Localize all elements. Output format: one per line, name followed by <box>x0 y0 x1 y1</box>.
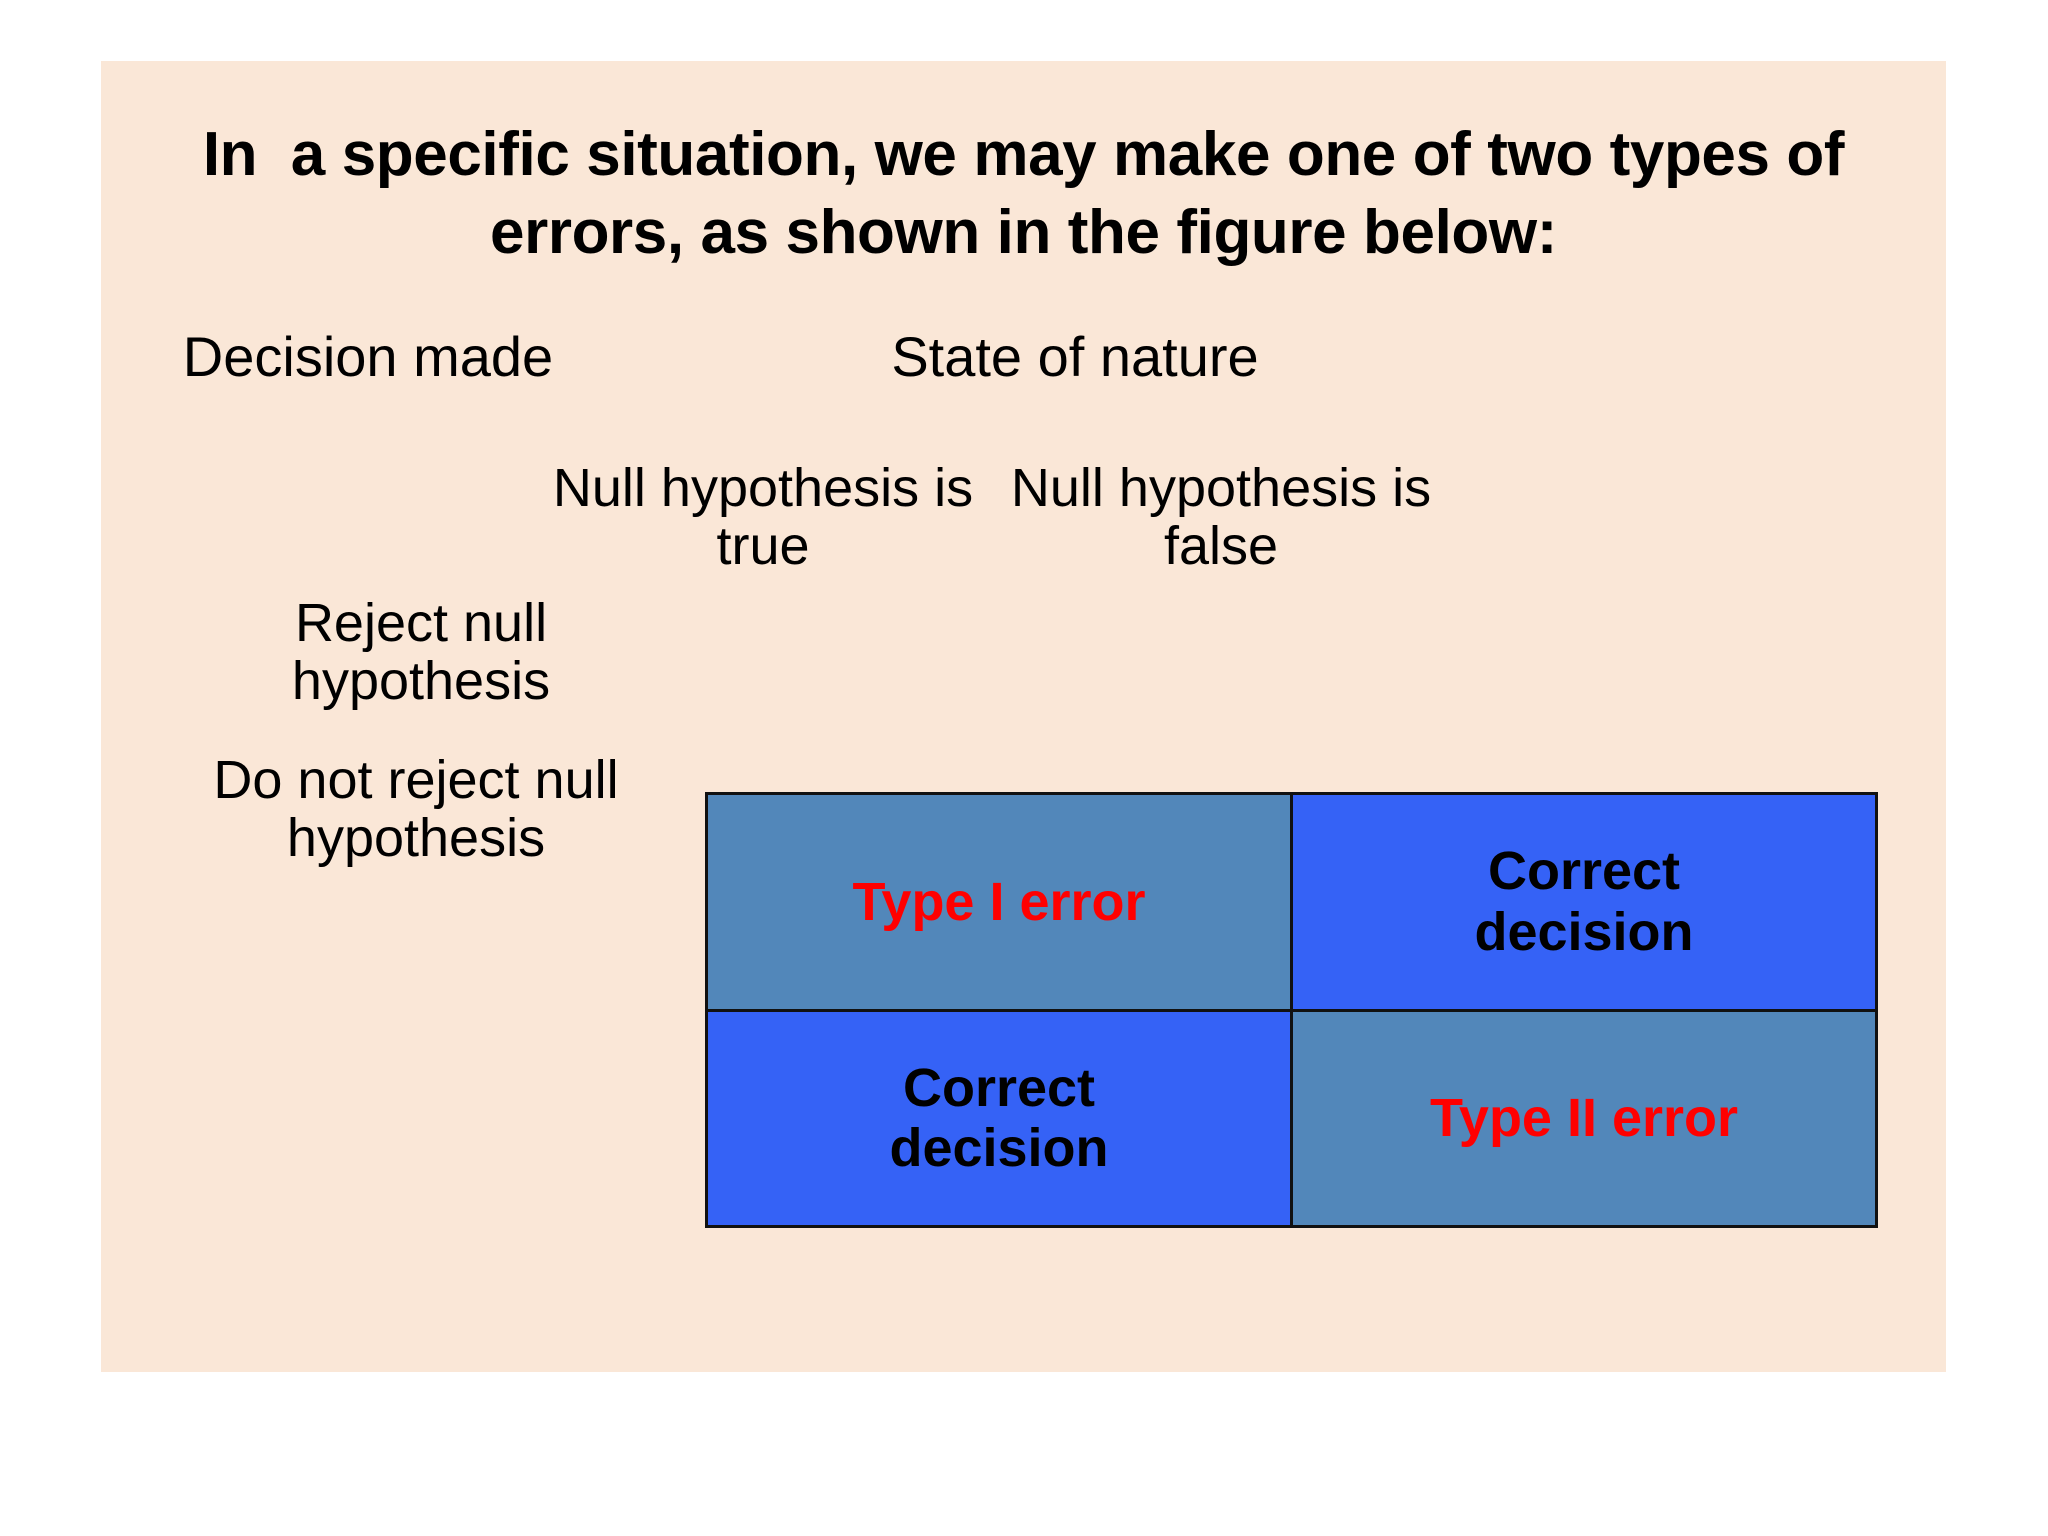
column-axis-title: State of nature <box>891 325 1259 388</box>
column-header-null-true: Null hypothesis is true <box>552 458 974 577</box>
cell-correct-decision-do-not-reject: Correct decision <box>705 1008 1293 1228</box>
page-title: In a specific situation, we may make one… <box>202 120 1861 267</box>
row-axis-title: Decision made <box>182 325 554 388</box>
row-header-do-not-reject-null: Do not reject null hypothesis <box>213 750 619 869</box>
cell-correct-decision-reject: Correct decision <box>1290 792 1878 1012</box>
column-header-null-false: Null hypothesis is false <box>1010 458 1432 577</box>
row-header-reject-null: Reject null hypothesis <box>291 593 551 712</box>
cell-type-ii-error: Type II error <box>1290 1008 1878 1228</box>
error-matrix-table: Type I error Correct decision Correct de… <box>705 792 1878 1228</box>
slide-canvas: In a specific situation, we may make one… <box>101 61 1946 1372</box>
table-row: Correct decision Type II error <box>705 1008 1878 1228</box>
table-row: Type I error Correct decision <box>705 792 1878 1012</box>
cell-type-i-error: Type I error <box>705 792 1293 1012</box>
